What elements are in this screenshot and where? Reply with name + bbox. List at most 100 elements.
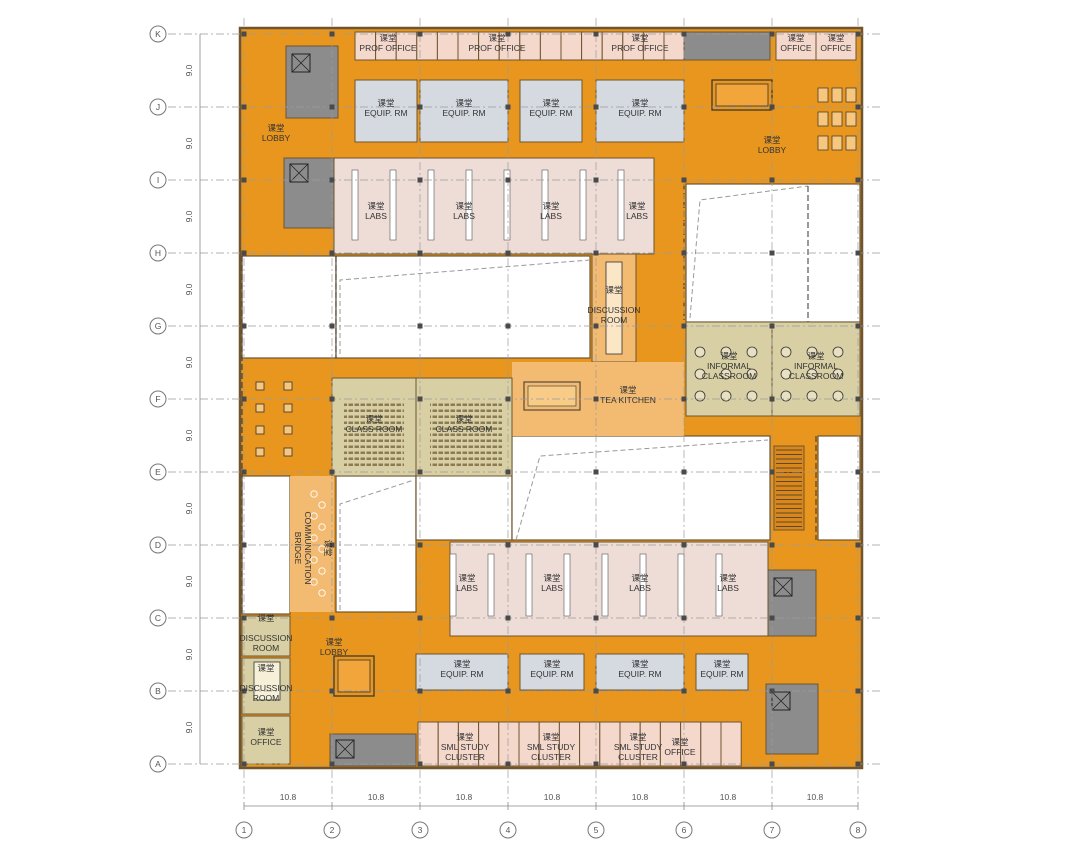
- informal-table: [780, 390, 792, 402]
- column: [769, 688, 775, 694]
- informal-table: [720, 368, 732, 380]
- col-bubble-7: [763, 821, 781, 839]
- void-2: [335, 255, 591, 359]
- lobby-sw-feature: [333, 655, 375, 697]
- informal-table: [694, 368, 706, 380]
- cafe-table: [255, 447, 265, 457]
- row-bubble-J: [149, 98, 167, 116]
- row-bubble-C: [149, 609, 167, 627]
- informal-table: [806, 346, 818, 358]
- office-cell-n-12: [581, 31, 603, 61]
- column: [329, 104, 335, 110]
- row-bubble-F: [149, 390, 167, 408]
- informal-table: [720, 390, 732, 402]
- informal-table: [780, 346, 792, 358]
- row-dim-2: 9.0: [184, 648, 194, 660]
- column: [329, 323, 335, 329]
- stair-core-n: [683, 31, 771, 61]
- column: [855, 250, 861, 256]
- lab-bench: [465, 169, 473, 241]
- column: [855, 469, 861, 475]
- cafe-table: [255, 403, 265, 413]
- office-cell-n-10: [539, 31, 562, 61]
- column: [855, 396, 861, 402]
- row-label-D: D: [155, 540, 161, 550]
- row-dim-8: 9.0: [184, 210, 194, 222]
- column: [855, 323, 861, 329]
- labs-n-block: [333, 157, 655, 255]
- lab-bench: [639, 553, 647, 617]
- col-dim-1: 10.8: [280, 792, 297, 802]
- row-label-G: G: [155, 321, 162, 331]
- lab-bench: [389, 169, 397, 241]
- void-8: [817, 435, 861, 541]
- column: [417, 761, 423, 767]
- study-cell-1: [417, 721, 439, 767]
- row-bubble-H: [149, 244, 167, 262]
- column: [505, 761, 511, 767]
- bridge-seat: [318, 545, 326, 553]
- column: [505, 104, 511, 110]
- column: [855, 177, 861, 183]
- row-dim-10: 9.0: [184, 64, 194, 76]
- cafe-table: [255, 381, 265, 391]
- lift-cross: [773, 577, 793, 597]
- stair-core-se: [765, 683, 819, 755]
- column: [681, 761, 687, 767]
- bridge-seat: [318, 501, 326, 509]
- room-discussion-sw-1: [241, 615, 291, 657]
- column: [593, 31, 599, 37]
- lab-bench: [617, 169, 625, 241]
- lab-bench: [541, 169, 549, 241]
- column: [593, 177, 599, 183]
- lift-cross: [335, 739, 355, 759]
- room-equip-n-4: [595, 79, 685, 143]
- lobby-seat: [817, 135, 829, 151]
- column: [241, 250, 247, 256]
- ramp-line-1: [339, 259, 591, 354]
- room-equip-s-1: [415, 653, 509, 691]
- row-label-H: H: [155, 248, 161, 258]
- room-equip-s-2: [519, 653, 585, 691]
- row-bubble-B: [149, 682, 167, 700]
- column: [241, 396, 247, 402]
- column: [681, 469, 687, 475]
- column: [855, 615, 861, 621]
- bridge-seat: [310, 578, 318, 586]
- column: [417, 469, 423, 475]
- room-office-ne-1: [775, 31, 817, 61]
- study-cell-16: [720, 721, 742, 767]
- column: [505, 615, 511, 621]
- column: [505, 542, 511, 548]
- bridge-seat: [318, 523, 326, 531]
- column: [593, 104, 599, 110]
- informal-table: [694, 390, 706, 402]
- void-1: [241, 255, 337, 359]
- col-bubble-8: [849, 821, 867, 839]
- lab-bench: [715, 553, 723, 617]
- column: [855, 688, 861, 694]
- column: [329, 688, 335, 694]
- column: [241, 761, 247, 767]
- column: [241, 615, 247, 621]
- row-dim-4: 9.0: [184, 502, 194, 514]
- office-cell-n-5: [436, 31, 459, 61]
- column: [593, 542, 599, 548]
- informal-table: [746, 368, 758, 380]
- row-dim-9: 9.0: [184, 137, 194, 149]
- lobby-seat: [831, 111, 843, 127]
- informal-table: [780, 368, 792, 380]
- col-label-4: 4: [506, 825, 511, 835]
